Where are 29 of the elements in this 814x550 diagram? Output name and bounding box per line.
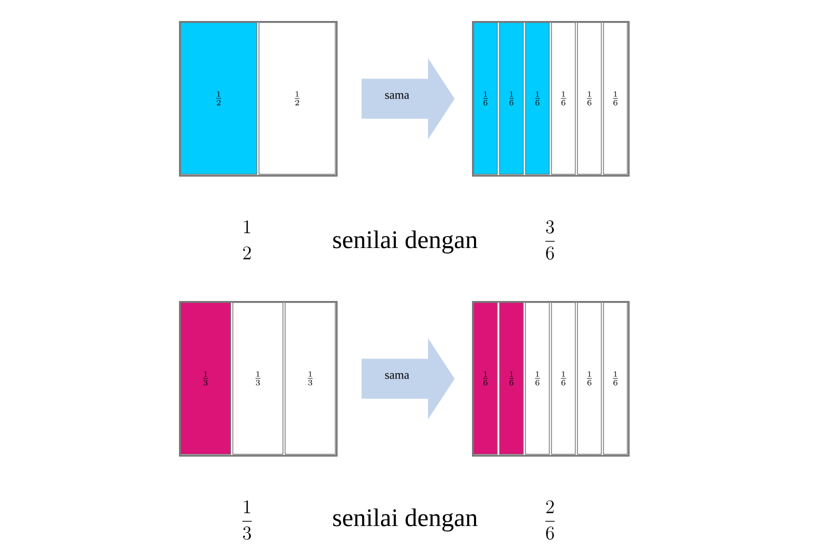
fraction: $\frac{2}{6}$ — [545, 500, 555, 540]
fraction-cell: $\frac{1}{6}$ — [499, 302, 524, 455]
edge-label: sama — [385, 373, 410, 379]
fraction-bar — [472, 21, 630, 177]
fraction-cell: $\frac{1}{6}$ — [525, 302, 550, 455]
edge-label: sama — [385, 93, 410, 99]
fraction-cell: $\frac{1}{6}$ — [473, 302, 498, 455]
fraction-cell: $\frac{1}{6}$ — [551, 22, 576, 175]
fraction-cell: $\frac{1}{3}$ — [232, 302, 284, 455]
fraction-bar — [179, 21, 338, 177]
fraction-cell: $\frac{1}{3}$ — [180, 302, 232, 455]
fraction-cell: $\frac{1}{6}$ — [499, 22, 524, 175]
fraction-cell: $\frac{1}{6}$ — [551, 302, 576, 455]
fraction-cell: $\frac{1}{6}$ — [473, 22, 498, 175]
fraction-cell: $\frac{1}{6}$ — [525, 22, 550, 175]
fraction: $\frac{1}{3}$ — [242, 500, 252, 540]
caption-text: senilai dengan — [333, 508, 478, 532]
fraction: $\genfrac{}{}{0pt}{}{1}{2}$ — [243, 220, 251, 260]
caption-text: senilai dengan — [333, 230, 478, 254]
fraction-bar — [472, 301, 630, 457]
fraction: $\frac{3}{6}$ — [545, 220, 555, 260]
fraction-cell: $\frac{1}{2}$ — [180, 22, 258, 175]
fraction-cell: $\frac{1}{6}$ — [603, 22, 628, 175]
fraction-cell: $\frac{1}{6}$ — [577, 302, 602, 455]
fraction-bar — [179, 301, 338, 457]
fraction-cell: $\frac{1}{6}$ — [577, 22, 602, 175]
fraction-cell: $\frac{1}{2}$ — [258, 22, 336, 175]
fraction-cell: $\frac{1}{6}$ — [603, 302, 628, 455]
fraction-cell: $\frac{1}{3}$ — [284, 302, 336, 455]
